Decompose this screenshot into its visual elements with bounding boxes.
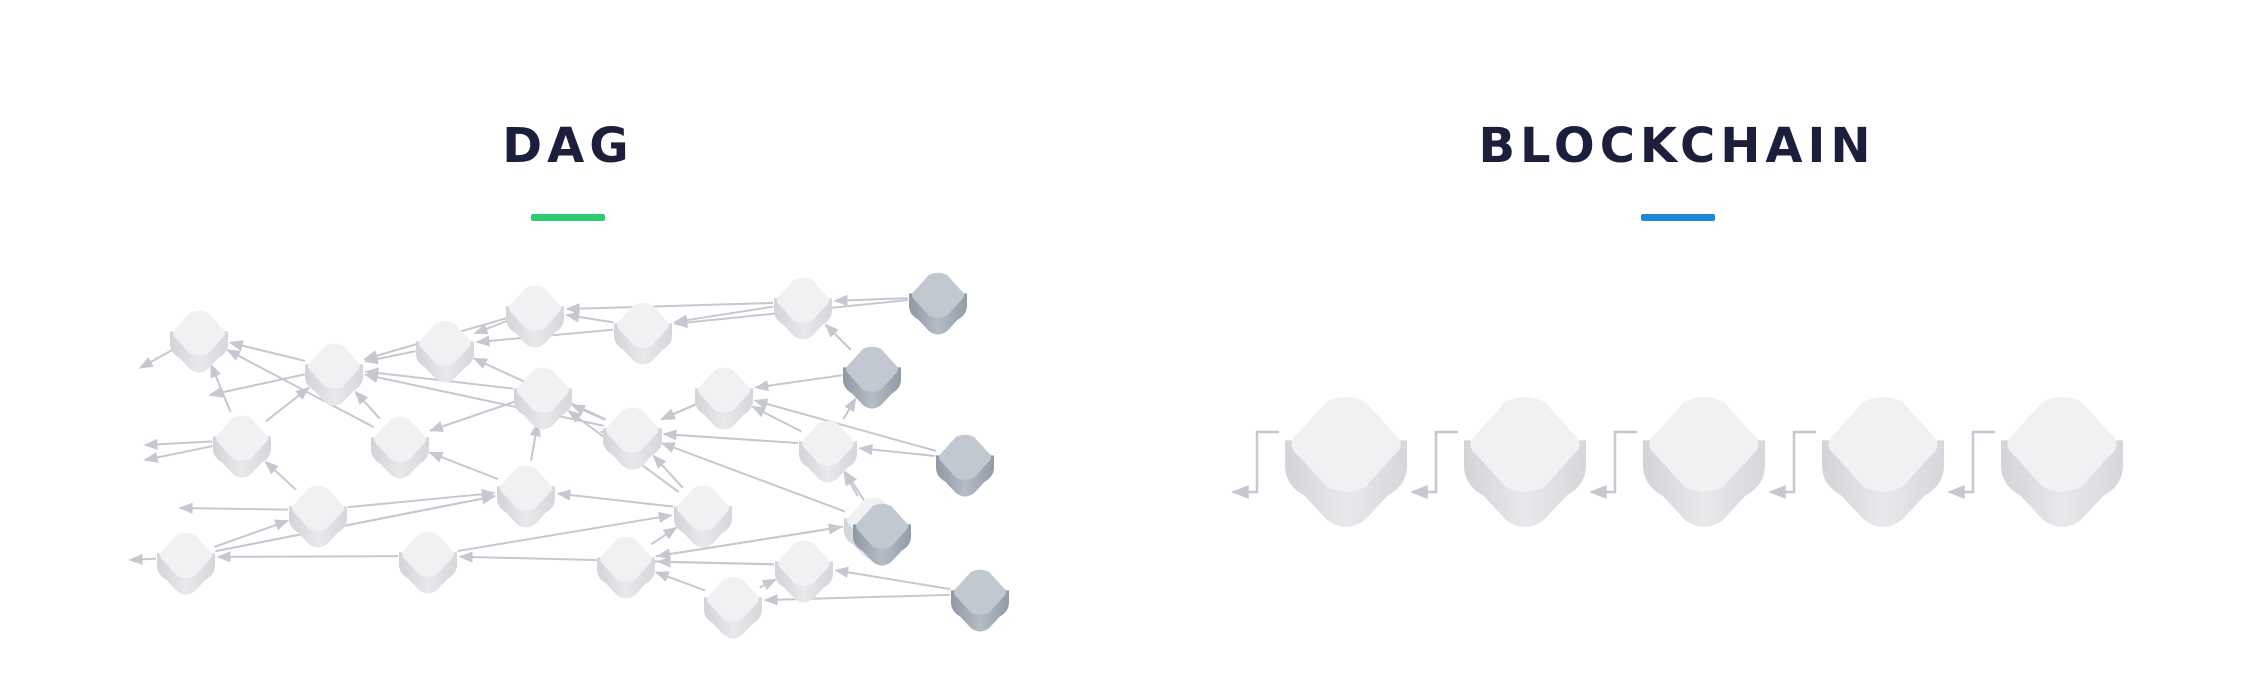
blockchain-chain bbox=[1231, 397, 2123, 528]
dag-title: DAG bbox=[502, 118, 634, 174]
chain-connector bbox=[1410, 430, 1458, 499]
dag-edge-dangling bbox=[128, 553, 157, 565]
dag-block bbox=[603, 407, 661, 470]
dag-block bbox=[371, 416, 429, 479]
dag-edge-dangling bbox=[178, 502, 289, 514]
dag-edge bbox=[662, 429, 799, 445]
dag-edge bbox=[210, 363, 232, 413]
dag-edge bbox=[457, 511, 673, 553]
dag-tip-block bbox=[843, 346, 901, 409]
dag-edge bbox=[354, 390, 381, 420]
chain-connector bbox=[1231, 430, 1279, 499]
dag-block bbox=[597, 536, 655, 599]
dag-edge bbox=[428, 400, 515, 432]
dag-block bbox=[289, 485, 347, 548]
dag-block bbox=[514, 367, 572, 430]
dag-edge bbox=[565, 311, 614, 324]
dag-edge bbox=[363, 371, 604, 427]
dag-block bbox=[704, 576, 762, 639]
dag-edge bbox=[565, 301, 774, 315]
dag-edge bbox=[656, 525, 844, 560]
dag-nodes bbox=[157, 272, 1009, 639]
dag-tip-block bbox=[951, 569, 1009, 632]
dag-edge bbox=[213, 519, 290, 548]
dag-edge bbox=[753, 398, 937, 452]
dag-edge bbox=[661, 403, 697, 421]
dag-accent-bar bbox=[531, 214, 605, 221]
dag-block bbox=[799, 420, 857, 483]
dag-edge-dangling bbox=[208, 373, 305, 398]
dag-edge bbox=[216, 551, 399, 563]
dag-edge-dangling bbox=[138, 348, 174, 369]
dag-edge bbox=[858, 443, 936, 457]
chain-connector bbox=[1768, 430, 1816, 499]
dag-block bbox=[399, 531, 457, 594]
dag-block bbox=[614, 302, 672, 365]
dag-edge bbox=[844, 470, 867, 504]
dag-edge-dangling bbox=[143, 438, 213, 450]
dag-edge bbox=[215, 493, 496, 553]
dag-edge bbox=[824, 323, 852, 351]
dag-block bbox=[506, 285, 564, 348]
dag-edge bbox=[843, 471, 859, 497]
dag-edge bbox=[673, 305, 774, 326]
dag-edge-dangling bbox=[143, 445, 213, 463]
dag-block bbox=[695, 367, 753, 430]
dag-edge bbox=[833, 294, 909, 306]
dag-edge bbox=[652, 454, 684, 489]
dag-edges bbox=[128, 294, 951, 606]
chain-block bbox=[1464, 397, 1586, 528]
dag-edge bbox=[751, 405, 802, 433]
dag-tip-block bbox=[936, 434, 994, 497]
dag-edge bbox=[556, 489, 674, 508]
chain-connector bbox=[1947, 430, 1995, 499]
dag-edge bbox=[428, 451, 499, 481]
dag-tip-block bbox=[909, 272, 967, 335]
chain-connector bbox=[1589, 430, 1637, 499]
dag-edge bbox=[660, 442, 846, 513]
dag-block bbox=[170, 310, 228, 373]
dag-block bbox=[497, 465, 555, 528]
chain-block bbox=[1285, 397, 1407, 528]
dag-edge bbox=[347, 488, 496, 509]
dag-edge bbox=[529, 422, 541, 461]
dag-edge bbox=[650, 526, 678, 546]
dag-edge bbox=[759, 578, 777, 591]
chain-block bbox=[1643, 397, 1765, 528]
dag-block bbox=[213, 415, 271, 478]
dag-edge bbox=[228, 340, 306, 362]
blockchain-title: BLOCKCHAIN bbox=[1478, 118, 1876, 174]
dag-edge bbox=[654, 571, 706, 592]
dag-block bbox=[157, 532, 215, 595]
dag-block bbox=[416, 320, 474, 383]
dag-edge bbox=[834, 566, 951, 591]
dag-edge bbox=[265, 386, 310, 423]
blockchain-accent-bar bbox=[1641, 214, 1715, 221]
dag-block bbox=[674, 485, 732, 548]
dag-tip-block bbox=[853, 503, 911, 566]
dag-edge bbox=[264, 460, 297, 491]
chain-block bbox=[1822, 397, 1944, 528]
dag-block bbox=[775, 540, 833, 603]
dag-block bbox=[305, 343, 363, 406]
chain-block bbox=[2001, 397, 2123, 528]
dag-block bbox=[774, 277, 832, 340]
dag-edge bbox=[842, 397, 857, 420]
dag-edge bbox=[754, 374, 843, 392]
dag-edge bbox=[473, 319, 508, 335]
